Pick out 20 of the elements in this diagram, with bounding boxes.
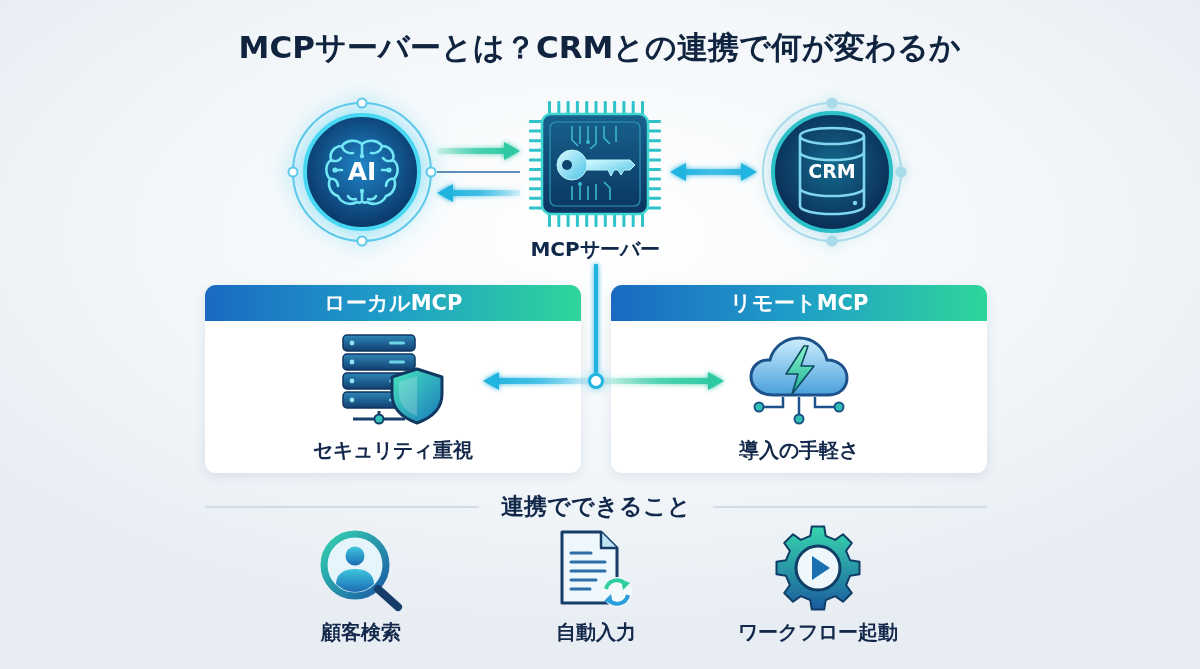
arrow xyxy=(604,372,724,390)
panel-card xyxy=(205,285,581,473)
node-label: MCPサーバー xyxy=(530,236,660,262)
panel-card xyxy=(611,285,987,473)
double-arrow xyxy=(670,163,757,181)
title: MCPサーバーとは？CRMとの連携で何が変わるか xyxy=(238,28,962,67)
connector-line xyxy=(436,171,521,173)
junction-ring xyxy=(588,373,604,389)
section-heading: 連携でできること xyxy=(501,492,691,521)
node-label: セキュリティ重視 xyxy=(313,437,473,463)
connector-line xyxy=(594,264,598,373)
arrow xyxy=(437,142,520,160)
panel-title: ローカルMCP xyxy=(323,290,463,316)
arrow xyxy=(483,372,588,390)
node-label: 導入の手軽さ xyxy=(739,437,859,463)
feature-label: ワークフロー起動 xyxy=(738,619,898,645)
feature-label: 顧客検索 xyxy=(321,619,401,645)
panel-title: リモートMCP xyxy=(729,290,869,316)
feature-label: 自動入力 xyxy=(556,619,636,645)
arrow xyxy=(437,184,520,202)
